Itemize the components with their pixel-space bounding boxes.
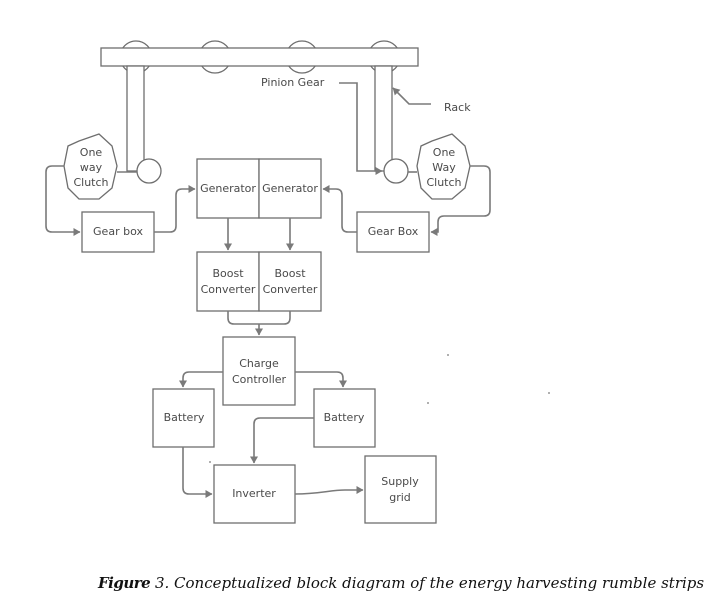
clutch-left-to-gearbox	[45, 165, 81, 236]
clutch-left-line3: Clutch	[73, 176, 108, 189]
battery-right-label: Battery	[324, 411, 365, 424]
boost-right-line2: Converter	[263, 283, 318, 296]
left-rod	[126, 65, 145, 172]
figure-caption: Figure 3. Conceptualized block diagram o…	[98, 574, 704, 592]
battery-right	[313, 388, 376, 448]
boost-left-line1: Boost	[212, 267, 244, 280]
battery-right-to-inverter	[250, 417, 314, 464]
gearbox-right-label: Gear Box	[368, 225, 419, 238]
supply-grid	[364, 455, 437, 524]
battery-left	[152, 388, 215, 448]
clutch-right-to-gearbox	[430, 165, 491, 236]
charge-controller-line1: Charge	[239, 357, 279, 370]
generator-right	[258, 158, 322, 219]
left-pinion-gear	[136, 158, 162, 184]
boost-right-line1: Boost	[274, 267, 306, 280]
supply-grid-line1: Supply	[381, 475, 419, 488]
clutch-right-line3: Clutch	[426, 176, 461, 189]
inverter-label: Inverter	[232, 487, 276, 500]
rack-pointer	[392, 87, 431, 105]
rack-assembly	[100, 40, 419, 184]
battery-left-label: Battery	[164, 411, 205, 424]
inverter-to-supply-grid	[294, 486, 364, 495]
right-rod	[374, 65, 393, 172]
gearbox-right-to-generator	[322, 185, 357, 233]
pinion-gear-pointer	[339, 82, 383, 175]
gearbox-left-to-generator	[154, 185, 196, 233]
one-way-clutch-right	[416, 133, 471, 200]
gearbox-left-label: Gear box	[93, 225, 143, 238]
generator-right-label: Generator	[262, 182, 318, 195]
figure-caption-prefix: Figure	[98, 574, 151, 592]
supply-grid-line2: grid	[389, 491, 411, 504]
charge-to-battery-left	[179, 371, 223, 388]
pinion-gear-label: Pinion Gear	[261, 76, 325, 89]
charge-controller-line2: Controller	[232, 373, 287, 386]
one-way-clutch-left	[63, 133, 118, 200]
battery-left-to-inverter	[182, 447, 213, 498]
inverter	[213, 464, 296, 524]
boost-left-merge	[227, 311, 259, 325]
boost-converter-left	[196, 251, 260, 312]
rack-bar	[100, 47, 419, 67]
boost-left-line2: Converter	[201, 283, 256, 296]
figure-caption-text: 3. Conceptualized block diagram of the e…	[150, 574, 705, 592]
boost-right-merge	[259, 311, 291, 325]
generator-left-label: Generator	[200, 182, 256, 195]
right-pinion-gear	[383, 158, 409, 184]
charge-to-battery-right	[295, 371, 347, 388]
boost-converter-right	[258, 251, 322, 312]
clutch-right-line2: Way	[432, 161, 456, 174]
gearbox-right	[356, 211, 430, 253]
clutch-right-line1: One	[433, 146, 456, 159]
clutch-left-line1: One	[80, 146, 103, 159]
rack-label: Rack	[444, 101, 471, 114]
clutch-left-line2: way	[80, 161, 103, 174]
charge-controller	[222, 336, 296, 406]
